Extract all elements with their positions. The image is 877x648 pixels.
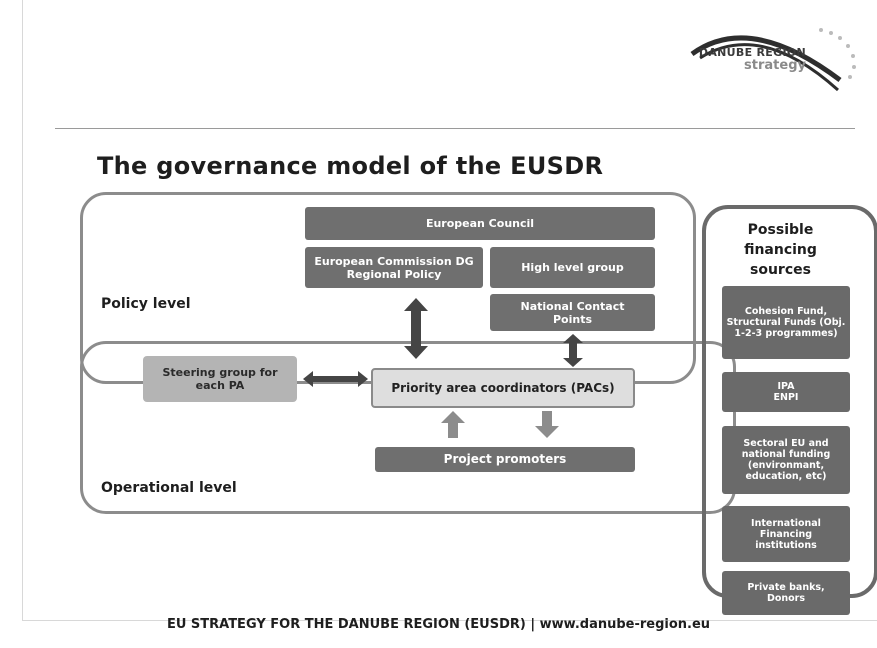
european-council-box: European Council [305,207,655,240]
financing-source-2: IPA ENPI [722,372,850,412]
european-commission-box: European Commission DG Regional Policy [305,247,483,288]
operational-level-label: Operational level [101,480,237,496]
project-promoters-box: Project promoters [375,447,635,472]
steering-group-box: Steering group for each PA [143,356,297,402]
slide-border-bottom [22,620,877,621]
logo-line-1: DANUBE REGION [698,46,806,59]
policy-level-label: Policy level [101,296,191,312]
financing-source-3: Sectoral EU and national funding (enviro… [722,426,850,494]
slide-border-left [22,0,23,620]
slide-title: The governance model of the EUSDR [97,152,604,180]
financing-sources-title: Possible financing sources [744,222,817,278]
danube-region-logo-icon [690,28,856,92]
header-rule [55,128,855,129]
national-contact-points-box: National Contact Points [490,294,655,331]
footer-text: EU STRATEGY FOR THE DANUBE REGION (EUSDR… [166,617,711,632]
pacs-box: Priority area coordinators (PACs) [371,368,635,408]
high-level-group-box: High level group [490,247,655,288]
financing-source-4: International Financing institutions [722,506,850,562]
financing-source-5: Private banks, Donors [722,571,850,615]
logo-line-2: strategy [744,58,806,73]
financing-source-1: Cohesion Fund, Structural Funds (Obj. 1-… [722,286,850,359]
logo-text: DANUBE REGION strategy [666,46,806,72]
